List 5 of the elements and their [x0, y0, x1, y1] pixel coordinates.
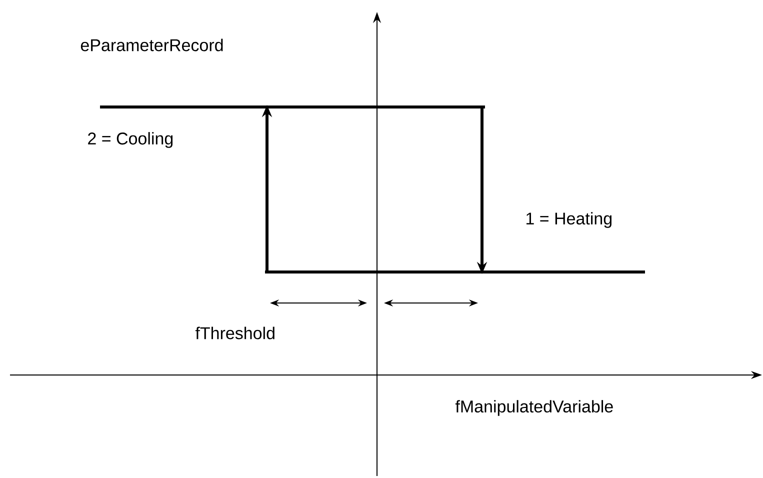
axis-label: fManipulatedVariable: [455, 400, 613, 416]
curve-label: 2 = Cooling: [88, 132, 173, 148]
axis-label: eParameterRecord: [80, 38, 223, 52]
dimension-label: fThreshold: [195, 326, 274, 340]
curve-label: 1 = Heating: [526, 212, 612, 228]
